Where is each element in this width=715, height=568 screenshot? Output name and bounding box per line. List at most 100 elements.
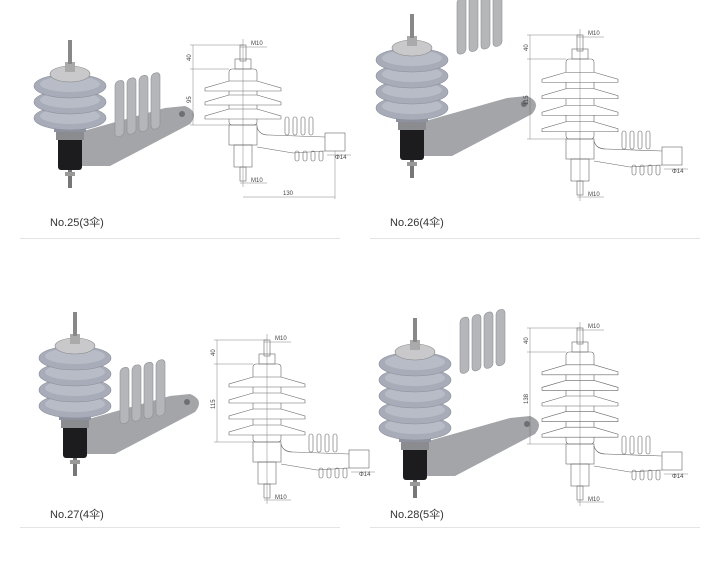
- drawing-fin: [645, 130, 651, 150]
- bracket: [425, 416, 539, 476]
- base-housing: [403, 446, 427, 480]
- base-housing: [63, 424, 87, 458]
- arrester-photo: [375, 0, 536, 178]
- base-housing: [58, 136, 82, 170]
- caption-no25: No.25(3伞): [50, 217, 104, 229]
- dim-hole-diameter: Φ14: [672, 474, 684, 480]
- drawing-arm: [256, 126, 326, 154]
- bracket: [85, 394, 199, 454]
- leader-lines: [240, 46, 351, 184]
- bracket-fin: [126, 77, 137, 135]
- divider: [370, 527, 700, 528]
- drawing-fin: [655, 469, 661, 481]
- dim-body-length: 115: [211, 399, 217, 409]
- bracket-fin: [119, 367, 130, 425]
- drawing-fin: [621, 130, 627, 150]
- top-stud: [410, 14, 414, 38]
- drawing-arm: [593, 140, 663, 168]
- drawing-arm-tip: [348, 449, 370, 469]
- bracket-fin: [155, 359, 166, 417]
- technical-drawing: [214, 334, 375, 504]
- bracket-fin: [114, 80, 125, 138]
- mounting-hole: [524, 421, 530, 427]
- dim-bottom-stud: M10: [588, 192, 600, 198]
- technical-drawing: [190, 39, 351, 199]
- arrester-photo: [33, 40, 194, 188]
- top-stud: [68, 40, 72, 64]
- bottom-nut: [65, 172, 75, 176]
- drawing-fin: [629, 435, 635, 455]
- bracket: [422, 96, 536, 156]
- drawing-fin: [647, 164, 653, 176]
- drawing-fin: [621, 435, 627, 455]
- bracket-fin: [143, 361, 154, 419]
- drawing-fin: [639, 469, 645, 481]
- drawing-fin: [308, 116, 314, 136]
- drawing-fin: [302, 150, 308, 162]
- shed-highlight: [40, 76, 100, 92]
- dim-top-length: 40: [211, 349, 217, 356]
- dim-top-stud: M10: [588, 31, 600, 37]
- bracket-fin: [150, 72, 161, 130]
- drawing-fin: [639, 164, 645, 176]
- bracket-fin: [138, 74, 149, 133]
- top-stud: [73, 312, 77, 336]
- dim-body-length: 138: [524, 393, 530, 404]
- drawing-fin: [655, 164, 661, 176]
- bottom-nut: [410, 482, 420, 486]
- dim-bottom-stud: M10: [275, 495, 287, 501]
- bracket-fin: [483, 311, 494, 369]
- drawing-fin: [316, 433, 322, 453]
- leader-lines: [264, 341, 375, 501]
- drawing-fin: [332, 433, 338, 453]
- bracket-fin: [131, 364, 142, 422]
- dimension-lines: [214, 339, 267, 443]
- technical-drawing: [527, 322, 688, 506]
- bracket-fin: [480, 0, 491, 50]
- dimension-lines: [190, 44, 243, 126]
- drawing-fin: [647, 469, 653, 481]
- bottom-stud: [73, 458, 77, 476]
- bracket: [80, 106, 194, 166]
- drawing-fin: [631, 164, 637, 176]
- dim-bottom-stud: M10: [588, 497, 600, 503]
- divider: [20, 527, 340, 528]
- dim-bottom-stud: M10: [251, 178, 263, 184]
- bracket-fin: [468, 0, 479, 52]
- top-nut: [407, 36, 417, 46]
- drawing-arm-tip: [324, 132, 346, 152]
- mounting-hole: [521, 101, 527, 107]
- drawing-fin: [310, 150, 316, 162]
- drawing-fin: [637, 130, 643, 150]
- dim-top-stud: M10: [275, 336, 287, 342]
- leader-lines: [577, 36, 688, 198]
- technical-drawing: [527, 29, 688, 201]
- shed-highlight: [385, 354, 445, 370]
- dim-top-length: 40: [524, 44, 530, 51]
- bracket-fin: [495, 309, 506, 367]
- dim-body-length: 95: [187, 96, 193, 103]
- drawing-fin: [631, 469, 637, 481]
- arrester-photo: [38, 312, 199, 476]
- arrester-photo: [378, 309, 539, 498]
- drawing-fin: [629, 130, 635, 150]
- drawing-arm-tip: [661, 451, 683, 471]
- bracket-fin: [459, 316, 470, 374]
- dim-top-length: 40: [524, 337, 530, 344]
- bracket-fin: [492, 0, 503, 47]
- drawing-fin: [308, 433, 314, 453]
- width-dimension: [243, 151, 336, 199]
- shed-highlight: [382, 50, 442, 66]
- base-housing: [400, 126, 424, 160]
- caption-no27: No.27(4伞): [50, 509, 104, 521]
- drawing-fin: [300, 116, 306, 136]
- top-stud: [413, 318, 417, 342]
- divider: [20, 238, 340, 239]
- drawing-fin: [294, 150, 300, 162]
- drawing-fin: [284, 116, 290, 136]
- bracket-fin: [456, 0, 467, 55]
- drawing-arm: [593, 445, 663, 473]
- top-nut: [70, 334, 80, 344]
- drawing-fin: [645, 435, 651, 455]
